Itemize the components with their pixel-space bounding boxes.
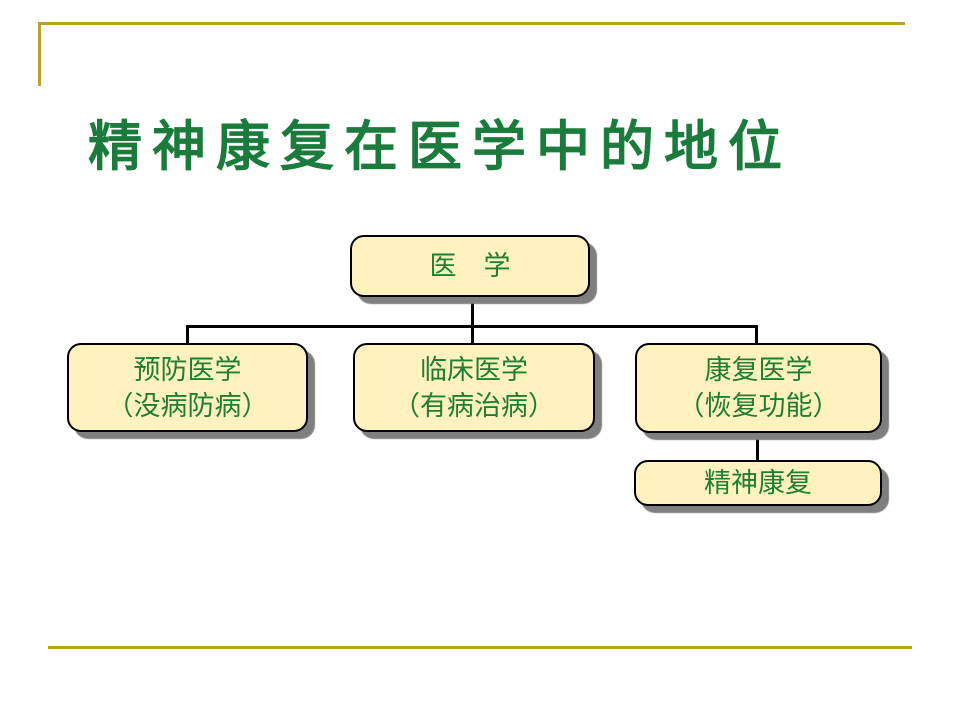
connector-left-drop bbox=[186, 326, 189, 343]
node-medicine-label: 医 学 bbox=[429, 251, 511, 281]
bottom-border-line bbox=[48, 646, 912, 649]
node-preventive-medicine: 预防医学 （没病防病） bbox=[67, 343, 308, 432]
node-psychiatric-rehabilitation: 精神康复 bbox=[634, 460, 882, 506]
node-medicine: 医 学 bbox=[350, 235, 590, 297]
node-clinical-medicine-subtitle: （有病治病） bbox=[393, 390, 555, 421]
top-border-line bbox=[38, 22, 905, 25]
node-rehabilitation-medicine: 康复医学 （恢复功能） bbox=[635, 343, 882, 433]
left-border-line bbox=[38, 22, 41, 86]
node-clinical-medicine: 临床医学 （有病治病） bbox=[353, 343, 595, 432]
node-psychiatric-rehabilitation-label: 精神康复 bbox=[704, 468, 812, 498]
slide-title: 精神康复在医学中的地位 bbox=[88, 117, 792, 177]
connector-right-drop bbox=[755, 326, 758, 343]
node-clinical-medicine-title: 临床医学 bbox=[420, 354, 528, 385]
connector-leaf-drop bbox=[756, 432, 759, 460]
node-rehabilitation-medicine-title: 康复医学 bbox=[704, 355, 813, 385]
connector-horizontal-bar bbox=[186, 325, 758, 328]
connector-root-vertical bbox=[471, 296, 474, 343]
node-preventive-medicine-subtitle: （没病防病） bbox=[106, 390, 269, 421]
node-preventive-medicine-title: 预防医学 bbox=[133, 354, 242, 385]
node-rehabilitation-medicine-subtitle: （恢复功能） bbox=[677, 391, 840, 421]
